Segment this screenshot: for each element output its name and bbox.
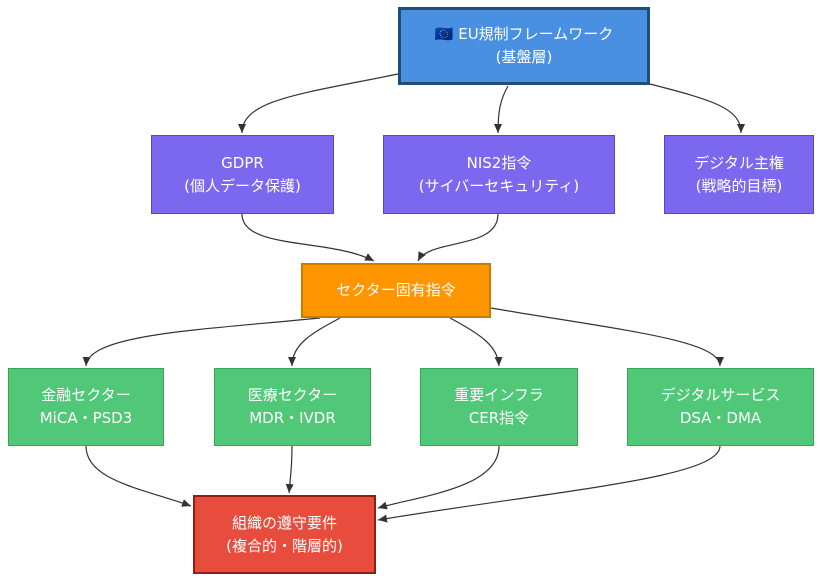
- nis2-node: NIS2指令 (サイバーセキュリティ): [383, 135, 615, 214]
- critical-infrastructure-title: 重要インフラ: [454, 386, 544, 404]
- digital-sovereignty-title: デジタル主権: [694, 153, 784, 172]
- edge-root-to-digital-sovereignty: [649, 83, 745, 134]
- edge-medical-to-org: [285, 445, 294, 494]
- edge-nis2-to-sector: [417, 213, 499, 262]
- org-compliance-title: 組織の遵守要件: [231, 513, 337, 532]
- edge-sector-to-medical: [288, 317, 341, 367]
- eu-framework-title: 🇪🇺 EU規制フレームワーク: [434, 25, 614, 43]
- nis2-subtitle: (サイバーセキュリティ): [418, 176, 580, 195]
- finance-sector-node: 金融セクター MiCA・PSD3: [8, 368, 164, 446]
- critical-infrastructure-node: 重要インフラ CER指令: [420, 368, 578, 446]
- edge-finance-to-org: [85, 445, 192, 507]
- sector-directives-node: セクター固有指令: [301, 263, 491, 318]
- medical-sector-node: 医療セクター MDR・IVDR: [214, 368, 371, 446]
- gdpr-subtitle: (個人データ保護): [184, 176, 301, 195]
- org-compliance-subtitle: (複合的・階層的): [226, 536, 343, 555]
- medical-sector-subtitle: MDR・IVDR: [249, 409, 336, 427]
- digital-services-subtitle: DSA・DMA: [679, 409, 762, 427]
- finance-sector-title: 金融セクター: [41, 386, 131, 404]
- edge-digital-services-to-org: [377, 445, 721, 523]
- digital-sovereignty-node: デジタル主権 (戦略的目標): [664, 135, 814, 214]
- nis2-title: NIS2指令: [466, 153, 532, 172]
- edge-infra-to-org: [377, 445, 500, 510]
- digital-sovereignty-subtitle: (戦略的目標): [695, 176, 783, 195]
- medical-sector-title: 医療セクター: [247, 386, 338, 404]
- edge-sector-to-digital-services: [490, 307, 724, 367]
- edge-sector-to-infra: [449, 317, 503, 367]
- edge-root-to-nis2: [494, 85, 509, 134]
- edge-root-to-gdpr: [238, 73, 399, 134]
- gdpr-title: GDPR: [221, 153, 264, 172]
- sector-directives-title: セクター固有指令: [336, 281, 456, 299]
- digital-services-title: デジタルサービス: [660, 386, 781, 404]
- finance-sector-subtitle: MiCA・PSD3: [39, 409, 133, 427]
- org-compliance-node: 組織の遵守要件 (複合的・階層的): [193, 495, 376, 574]
- eu-framework-node: 🇪🇺 EU規制フレームワーク (基盤層): [398, 7, 650, 85]
- edge-gdpr-to-sector: [241, 213, 375, 262]
- edge-sector-to-finance: [82, 317, 321, 367]
- digital-services-node: デジタルサービス DSA・DMA: [627, 368, 814, 446]
- eu-framework-subtitle: (基盤層): [495, 48, 553, 66]
- critical-infrastructure-subtitle: CER指令: [468, 409, 530, 427]
- gdpr-node: GDPR (個人データ保護): [151, 135, 334, 214]
